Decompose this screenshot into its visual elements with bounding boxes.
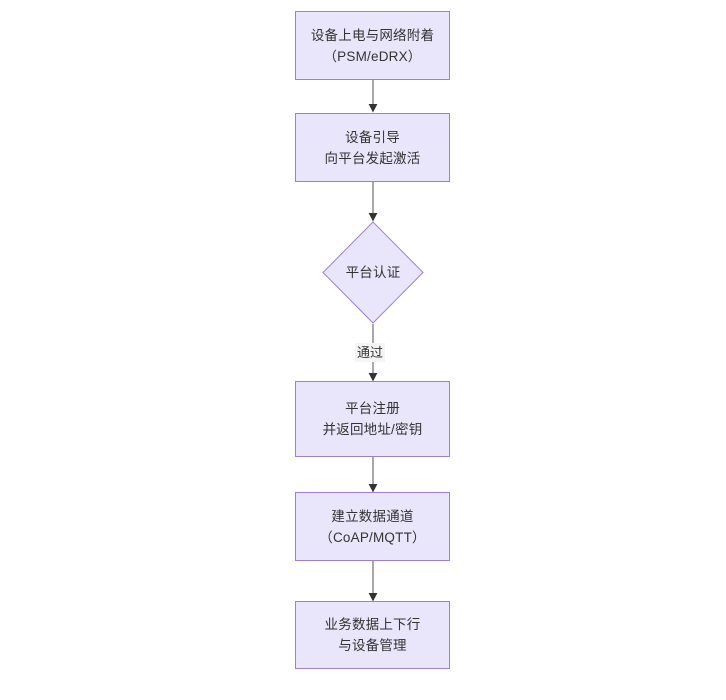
flow-node-platform-register[interactable]: 平台注册 并返回地址/密钥 bbox=[295, 381, 450, 457]
arrowhead-icon bbox=[368, 373, 378, 382]
flow-node-platform-auth[interactable]: 平台认证 bbox=[322, 221, 424, 324]
flow-connector-n1-n2 bbox=[368, 80, 378, 113]
arrowhead-icon bbox=[368, 213, 378, 222]
flow-node-line: 设备上电与网络附着 bbox=[310, 27, 435, 43]
flow-node-device-power-on[interactable]: 设备上电与网络附着 （PSM/eDRX） bbox=[295, 11, 450, 80]
flow-node-line: （CoAP/MQTT） bbox=[319, 529, 426, 545]
flow-node-line: 建立数据通道 bbox=[331, 508, 414, 524]
flow-node-device-bootstrap[interactable]: 设备引导 向平台发起激活 bbox=[295, 113, 450, 182]
flow-node-line: 业务数据上下行 bbox=[324, 617, 421, 632]
decision-diamond-shape bbox=[322, 221, 424, 324]
flow-connector-n4-n5 bbox=[368, 457, 378, 493]
arrowhead-icon bbox=[368, 484, 378, 493]
flow-node-line: 向平台发起激活 bbox=[324, 150, 421, 166]
flow-connector-n2-n3 bbox=[368, 182, 378, 222]
flow-node-line: 设备引导 bbox=[345, 129, 400, 145]
flow-node-line: 并返回地址/密钥 bbox=[322, 422, 423, 437]
flow-edge-label-pass: 通过 bbox=[355, 343, 386, 362]
flow-node-line: 平台注册 bbox=[345, 401, 400, 416]
flow-connector-n5-n6 bbox=[368, 561, 378, 602]
flow-node-line: （PSM/eDRX） bbox=[323, 48, 422, 64]
flow-node-business-data[interactable]: 业务数据上下行 与设备管理 bbox=[295, 601, 450, 669]
flow-node-line: 与设备管理 bbox=[338, 638, 407, 653]
arrowhead-icon bbox=[368, 104, 378, 113]
arrowhead-icon bbox=[368, 593, 378, 602]
flow-node-data-channel[interactable]: 建立数据通道 （CoAP/MQTT） bbox=[295, 492, 450, 561]
